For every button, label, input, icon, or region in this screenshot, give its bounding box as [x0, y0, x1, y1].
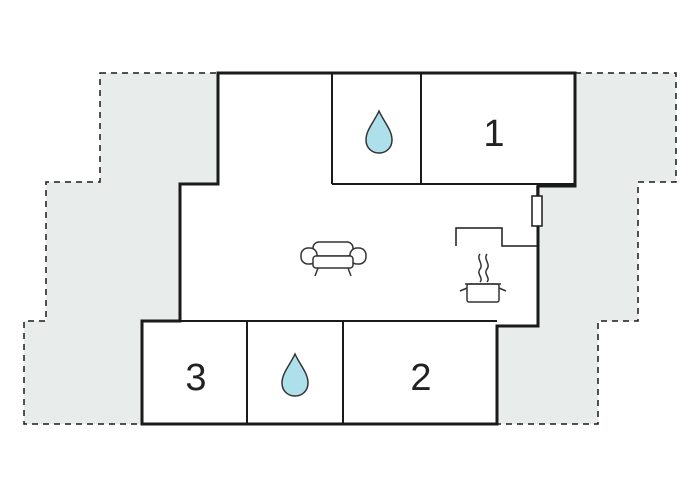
- water-drop-icon: [281, 352, 309, 397]
- radiator-icon: [531, 186, 543, 227]
- room-label-2: 2: [410, 357, 431, 399]
- water-drop-icon: [365, 109, 393, 154]
- room-label-3: 3: [185, 357, 206, 399]
- sofa-icon: [300, 241, 367, 277]
- bathroom-top: [365, 109, 393, 154]
- room-label-1: 1: [483, 113, 504, 155]
- bathroom-bottom: [281, 352, 309, 397]
- terrace-right: [496, 72, 677, 425]
- interior-walls: [142, 73, 575, 424]
- kitchen-counter: [455, 227, 538, 247]
- cooking-pot-icon: [459, 253, 507, 303]
